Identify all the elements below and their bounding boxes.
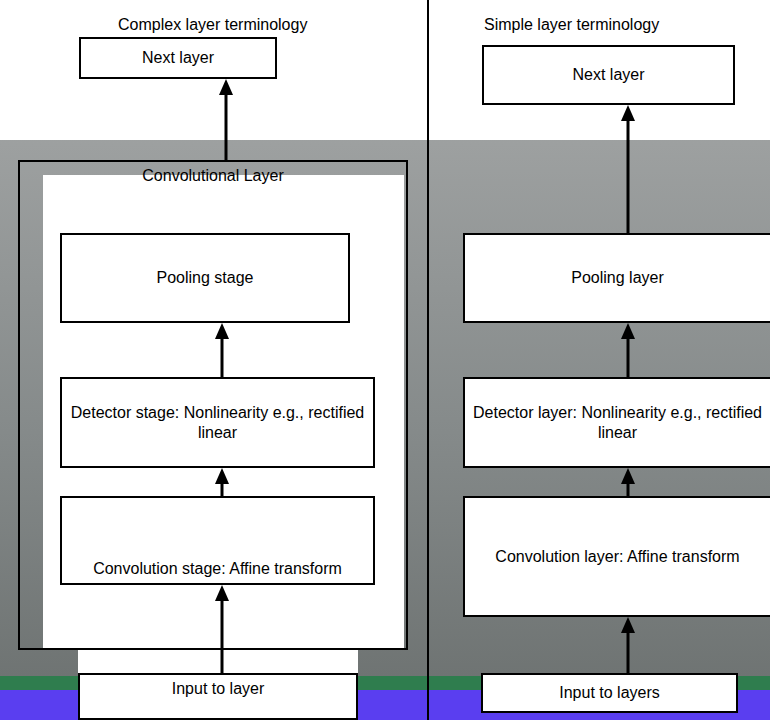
top-panel — [0, 0, 770, 140]
input-box: Input to layers — [481, 673, 738, 713]
layer-group: Convolutional LayerPooling stageDetector… — [18, 160, 408, 650]
arrow-connector — [219, 79, 233, 160]
arrow-connector — [621, 617, 635, 673]
node-text: Detector layer: Nonlinearity e.g., recti… — [471, 403, 764, 443]
arrow-head — [215, 323, 229, 339]
layer-box: Convolution layer: Affine transform — [463, 496, 770, 617]
node-text: Convolution stage: Affine transform — [93, 559, 342, 579]
arrow-connector — [215, 585, 229, 673]
arrow-head — [215, 585, 229, 601]
layer-box: Pooling layer — [463, 233, 770, 323]
arrow-line — [627, 484, 630, 496]
arrow-head — [621, 617, 635, 633]
arrow-head — [621, 323, 635, 339]
node-text: Convolution layer: Affine transform — [495, 547, 739, 567]
arrow-line — [221, 339, 224, 377]
node-text: Input to layers — [559, 683, 660, 703]
input-box: Input to layer — [78, 673, 358, 720]
node-text: Pooling layer — [571, 268, 664, 288]
arrow-line — [627, 633, 630, 673]
node-text: Detector stage: Nonlinearity e.g., recti… — [68, 403, 367, 443]
arrow-connector — [621, 105, 635, 233]
node-text: Convolutional Layer — [142, 166, 283, 186]
arrow-line — [221, 601, 224, 673]
arrow-connector — [215, 468, 229, 496]
stage-box: Detector stage: Nonlinearity e.g., recti… — [60, 377, 375, 468]
arrow-line — [627, 121, 630, 233]
panel-heading: Complex layer terminology — [118, 15, 307, 35]
arrow-line — [225, 95, 228, 160]
arrow-line — [221, 484, 224, 496]
panel-heading: Simple layer terminology — [484, 15, 659, 35]
layer-box: Detector layer: Nonlinearity e.g., recti… — [463, 377, 770, 468]
arrow-head — [219, 79, 233, 95]
node-text: Next layer — [142, 48, 214, 68]
layer-panel — [43, 175, 404, 650]
divider-line — [427, 0, 429, 720]
layer-box: Next layer — [482, 45, 735, 105]
arrow-head — [621, 468, 635, 484]
node-text: Pooling stage — [157, 268, 254, 288]
arrow-line — [627, 339, 630, 377]
arrow-head — [215, 468, 229, 484]
node-text: Next layer — [572, 65, 644, 85]
arrow-connector — [621, 323, 635, 377]
arrow-connector — [621, 468, 635, 496]
node-text: Input to layer — [172, 679, 265, 699]
layer-box: Next layer — [79, 37, 277, 79]
arrow-connector — [215, 323, 229, 377]
stage-box: Convolution stage: Affine transform — [60, 496, 375, 585]
arrow-head — [621, 105, 635, 121]
stage-box: Pooling stage — [60, 233, 350, 323]
